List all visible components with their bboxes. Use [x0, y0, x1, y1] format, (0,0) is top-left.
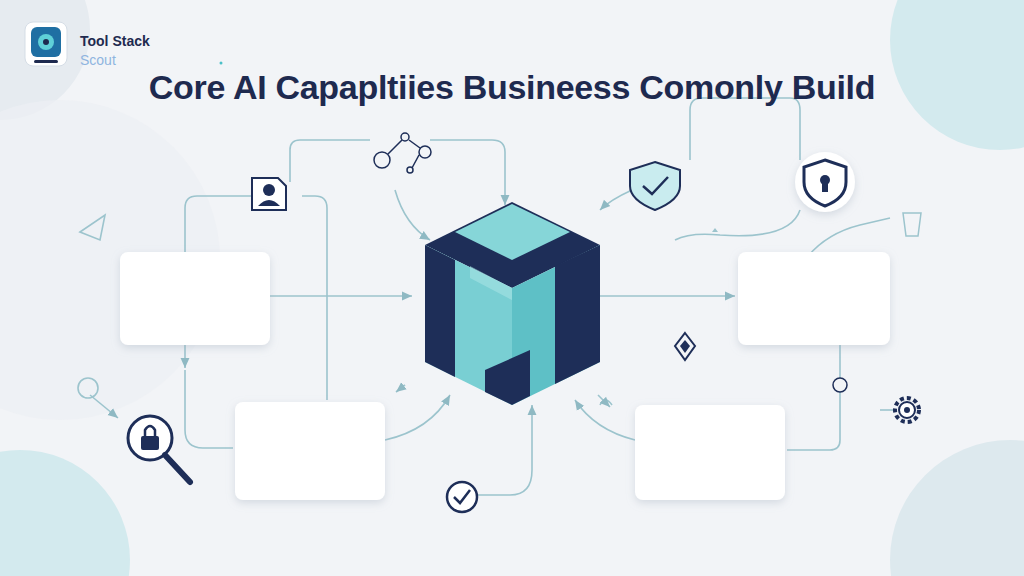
shield-check-icon — [630, 162, 680, 210]
node-dot — [833, 378, 847, 392]
triangle-icon — [80, 215, 105, 240]
diamond-icon — [675, 333, 695, 360]
brand-name: Scout — [80, 52, 116, 68]
diagram-title: Core AI Capapltiies Busineess Comonly Bu… — [0, 68, 1024, 107]
gear-icon — [895, 398, 919, 422]
blob — [890, 0, 1024, 150]
cube — [425, 202, 600, 405]
cup-icon — [903, 213, 921, 236]
empty-card — [120, 252, 890, 500]
sparkle — [712, 228, 718, 232]
network-icon — [374, 133, 431, 173]
person-icon — [252, 178, 286, 210]
shield-lock-icon — [795, 152, 855, 212]
check-icon — [447, 482, 477, 512]
logo-icon — [25, 22, 223, 66]
lock-search-icon — [78, 378, 190, 482]
blob — [0, 450, 130, 576]
brand-name: Tool Stack — [80, 33, 150, 49]
blob — [890, 440, 1024, 576]
